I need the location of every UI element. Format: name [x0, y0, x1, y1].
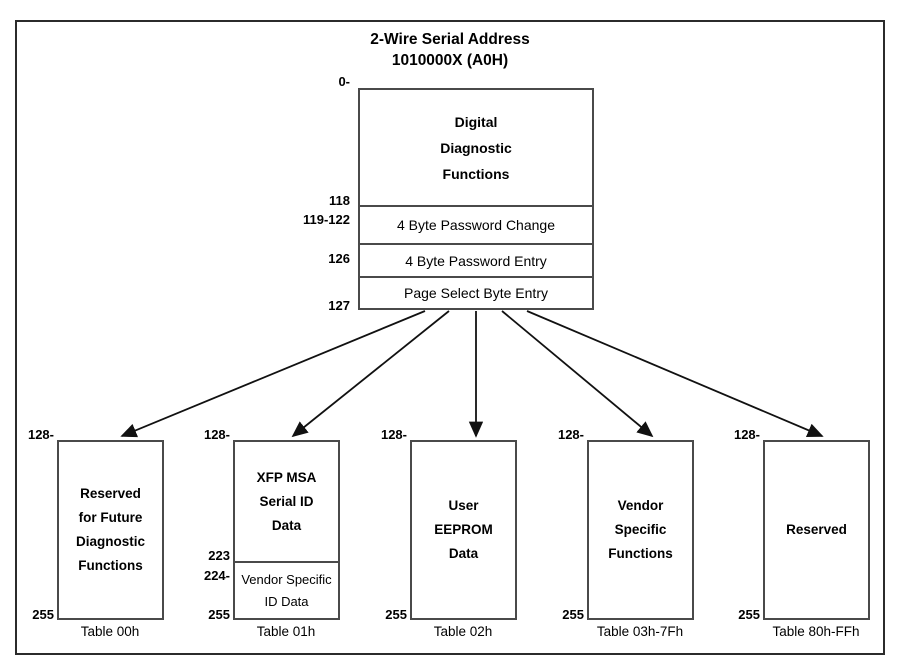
- address-label-80h-bottom: 255: [738, 607, 760, 622]
- segment-line: Diagnostic: [440, 139, 512, 156]
- table-caption-02h: Table 02h: [433, 624, 493, 639]
- segment-line: Functions: [442, 165, 510, 182]
- table-box-80h-ffh: Reserved: [763, 440, 870, 620]
- address-label-119-122: 119-122: [303, 212, 350, 227]
- segment-password-change: 4 Byte Password Change: [360, 205, 592, 243]
- address-label-126: 126: [328, 251, 350, 266]
- address-label-main-start: 0-: [338, 74, 350, 89]
- box-line: EEPROM: [434, 522, 493, 537]
- box-line: Specific: [614, 522, 667, 537]
- table-box-00h: Reserved for Future Diagnostic Functions: [57, 440, 164, 620]
- box-line: ID Data: [264, 593, 309, 609]
- address-label-00h-bottom: 255: [32, 607, 54, 622]
- segment-line: Digital: [454, 113, 498, 130]
- table-caption-03h-7fh: Table 03h-7Fh: [596, 624, 684, 639]
- box-line: XFP MSA: [256, 469, 317, 485]
- address-label-00h-top: 128-: [27, 427, 54, 442]
- table-box-01h-upper: XFP MSA Serial ID Data: [235, 442, 338, 561]
- box-line: Data: [448, 546, 479, 561]
- address-label-01h-top: 128-: [203, 427, 230, 442]
- segment-page-select-byte-entry: Page Select Byte Entry: [360, 276, 592, 308]
- table-box-03h-7fh-body: Vendor Specific Functions: [589, 442, 692, 618]
- diagram-title-line-1: 2-Wire Serial Address: [370, 31, 530, 48]
- table-box-00h-body: Reserved for Future Diagnostic Functions: [59, 442, 162, 618]
- address-label-127: 127: [328, 298, 350, 313]
- segment-digital-diagnostic-functions: Digital Diagnostic Functions: [360, 90, 592, 205]
- address-label-118: 118: [329, 193, 350, 208]
- box-line: Diagnostic: [75, 534, 145, 549]
- box-line: Functions: [78, 558, 143, 573]
- box-line: Serial ID: [259, 493, 314, 509]
- table-box-03h-7fh: Vendor Specific Functions: [587, 440, 694, 620]
- table-box-02h-body: User EEPROM Data: [412, 442, 515, 618]
- box-line: Vendor Specific: [241, 571, 332, 587]
- table-box-02h: User EEPROM Data: [410, 440, 517, 620]
- table-caption-01h: Table 01h: [256, 624, 316, 639]
- table-box-01h-lower: Vendor Specific ID Data: [235, 561, 338, 618]
- table-box-80h-ffh-body: Reserved: [765, 442, 868, 618]
- box-line: for Future: [78, 510, 143, 525]
- box-line: Vendor: [617, 498, 664, 513]
- box-line: Reserved: [80, 486, 141, 501]
- address-label-01h-bottom: 255: [208, 607, 230, 622]
- box-line: Data: [271, 517, 302, 533]
- box-line: User: [448, 498, 479, 513]
- segment-password-entry: 4 Byte Password Entry: [360, 243, 592, 276]
- diagram-title-line-2: 1010000X (A0H): [391, 52, 509, 69]
- address-label-01h-224: 224-: [203, 568, 230, 583]
- box-line: Reserved: [786, 522, 847, 537]
- address-label-03h-bottom: 255: [562, 607, 584, 622]
- address-label-80h-top: 128-: [733, 427, 760, 442]
- table-box-01h: XFP MSA Serial ID Data Vendor Specific I…: [233, 440, 340, 620]
- address-label-01h-223: 223: [208, 548, 230, 563]
- address-label-03h-top: 128-: [557, 427, 584, 442]
- table-caption-80h-ffh: Table 80h-FFh: [772, 624, 860, 639]
- address-label-02h-top: 128-: [380, 427, 407, 442]
- box-line: Functions: [608, 546, 673, 561]
- main-memory-map-box: Digital Diagnostic Functions 4 Byte Pass…: [358, 88, 594, 310]
- address-label-02h-bottom: 255: [385, 607, 407, 622]
- table-caption-00h: Table 00h: [80, 624, 140, 639]
